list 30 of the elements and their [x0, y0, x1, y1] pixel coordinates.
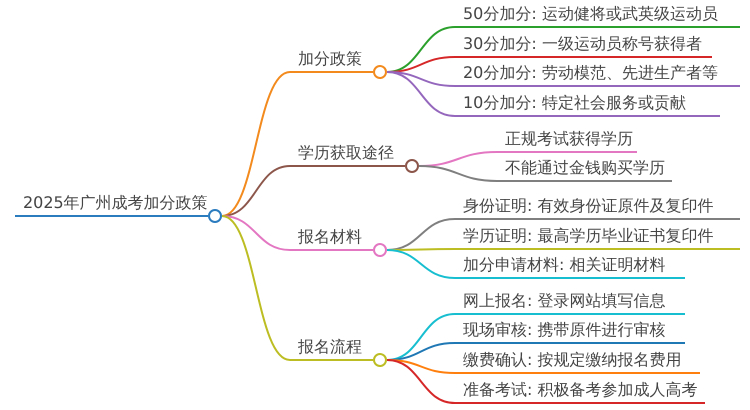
branch-connector — [386, 249, 456, 279]
branch-connector — [418, 165, 498, 182]
topic-label: 学历获取途径 — [298, 143, 394, 163]
topic-label: 加分政策 — [298, 49, 362, 69]
branch-connector — [386, 359, 456, 404]
topic-label: 加分申请材料: 相关证明材料 — [463, 255, 666, 275]
branch-connector — [222, 71, 290, 217]
topic-node — [290, 48, 387, 80]
topic-label: 报名材料 — [298, 227, 362, 247]
topic-label: 30分加分: 一级运动员称号获得者 — [463, 34, 702, 54]
branch-connector — [222, 215, 290, 251]
topic-label: 20分加分: 劳动模范、先进生产者等 — [463, 63, 718, 83]
topic-label: 不能通过金钱购买学历 — [505, 158, 665, 178]
topic-label: 准备考试: 积极备考参加成人高考 — [463, 380, 698, 400]
topic-node — [290, 142, 419, 174]
topic-label: 2025年广州成考加分政策 — [23, 193, 208, 213]
branch-connector — [222, 215, 290, 361]
topic-label: 网上报名: 登录网站填写信息 — [463, 291, 666, 311]
topic-label: 正规考试获得学历 — [505, 129, 633, 149]
topic-label: 身份证明: 有效身份证原件及复印件 — [463, 196, 714, 216]
topic-label: 报名流程 — [298, 337, 362, 357]
topic-label: 10分加分: 特定社会服务或贡献 — [463, 93, 686, 113]
topic-label: 学历证明: 最高学历毕业证书复印件 — [463, 226, 714, 246]
topic-node — [290, 226, 387, 258]
topic-label: 缴费确认: 按规定缴纳报名费用 — [463, 350, 682, 370]
topic-node — [15, 192, 222, 224]
topic-label: 现场审核: 携带原件进行审核 — [463, 320, 666, 340]
topic-label: 50分加分: 运动健将或武英级运动员 — [463, 4, 718, 24]
branch-connector — [386, 71, 456, 117]
topic-node — [290, 336, 387, 368]
